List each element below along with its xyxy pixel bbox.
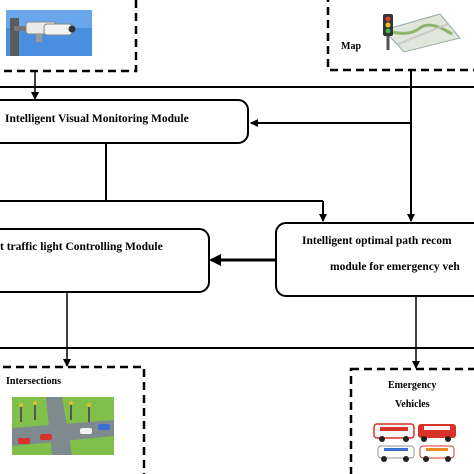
intersection-scene-icon [12, 397, 114, 455]
map-box [326, 0, 474, 72]
emergency-vehicles-box [349, 367, 474, 474]
connectors [0, 70, 474, 369]
visual-monitoring-label: Intelligent Visual Monitoring Module [5, 113, 189, 125]
visual-monitoring-box [0, 99, 249, 144]
map-with-traffic-light-icon [383, 13, 461, 53]
traffic-light-box [0, 228, 210, 293]
emergency-vehicles-label-line2: Vehicles [395, 399, 430, 410]
map-label: Map [341, 41, 361, 52]
camera-box [0, 0, 138, 73]
traffic-light-label: t traffic light Controlling Module [0, 241, 163, 253]
path-recommendation-box [275, 222, 474, 297]
path-recommendation-label-line1: Intelligent optimal path recom [302, 235, 452, 247]
intersections-box [0, 365, 146, 474]
path-recommendation-label-line2: module for emergency veh [330, 261, 460, 273]
emergency-vehicles-label-line1: Emergency [388, 380, 437, 391]
surveillance-camera-icon [6, 10, 92, 56]
intersections-label: Intersections [6, 376, 61, 387]
emergency-vehicles-icon [373, 423, 456, 462]
